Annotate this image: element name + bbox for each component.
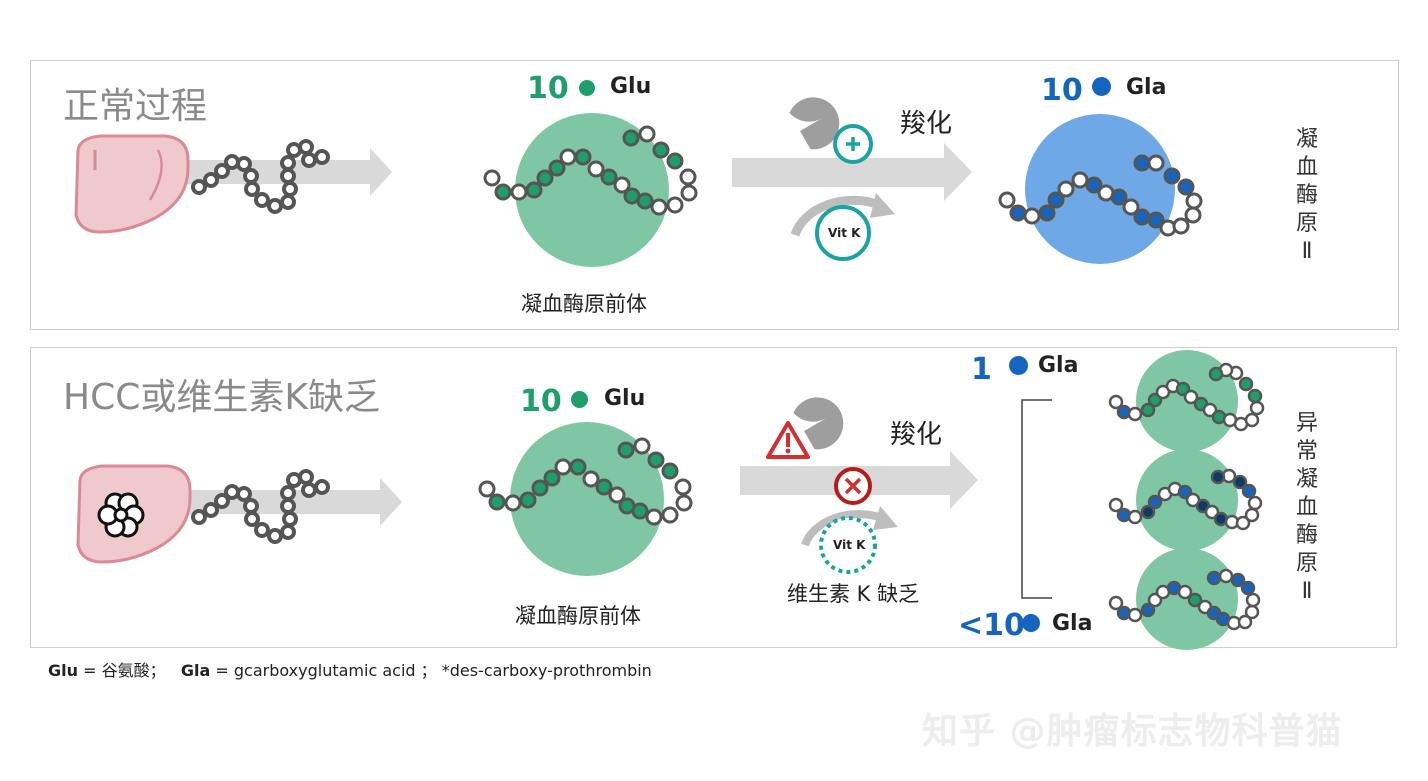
tumor-icon: [97, 492, 145, 538]
precursor-count: 10: [527, 71, 569, 106]
gla-label-top: Gla: [1038, 353, 1079, 378]
gla-count-bottom: <10: [958, 608, 1025, 643]
precursor-disc: [510, 422, 664, 576]
gla-legend-dot: [1092, 77, 1111, 96]
abnormal-name-vertical: 异 常 凝 血 酶 原 Ⅱ: [1295, 411, 1318, 604]
gla-count-top: 1: [971, 352, 992, 387]
precursor-disc: [515, 113, 669, 267]
panel-title: HCC或维生素K缺乏: [63, 377, 380, 418]
liver-icon: [74, 134, 190, 234]
process-label: 羧化: [890, 420, 943, 450]
vitamin-k-label: Vit K: [833, 538, 866, 552]
product-label: Gla: [1126, 75, 1167, 100]
gla-definition: = gcarboxyglutamic acid ； *des-carboxy-p…: [210, 661, 652, 680]
vitamin-k-label: Vit K: [828, 226, 861, 240]
product-name-vertical: 凝 血 酶 原 Ⅱ: [1295, 127, 1318, 264]
precursor-caption: 凝血酶原前体: [515, 604, 641, 628]
glu-legend-dot: [571, 391, 588, 408]
deficiency-label: 维生素 K 缺乏: [787, 582, 920, 606]
gla-label-bottom: Gla: [1052, 611, 1093, 636]
precursor-chain: [483, 125, 698, 216]
glu-definition: = 谷氨酸；: [78, 661, 166, 680]
vitamin-k-icon: [815, 205, 871, 261]
watermark: 知乎 @肿瘤标志物科普猫: [922, 711, 1343, 752]
precursor-count: 10: [520, 384, 562, 419]
precursor-chain: [478, 437, 693, 526]
process-label: 羧化: [900, 109, 953, 139]
precursor-label: Glu: [610, 74, 652, 99]
glu-abbreviation: Glu: [48, 661, 79, 680]
footnote: Glu = 谷氨酸； Gla = gcarboxyglutamic acid ；…: [48, 657, 652, 681]
enzyme-icon: [793, 397, 844, 450]
precursor-label: Glu: [604, 386, 646, 411]
bracket: [1021, 399, 1052, 599]
carboxylation-arrow: [732, 143, 972, 201]
gla-legend-dot: [1022, 614, 1040, 632]
vitamin-k-deficient-icon: [819, 516, 877, 574]
peptide-chain: [191, 139, 330, 214]
product-count: 10: [1041, 73, 1083, 108]
enzyme-icon: [789, 97, 840, 150]
warning-icon: [766, 421, 810, 459]
precursor-caption: 凝血酶原前体: [521, 292, 647, 316]
product-chain: [998, 154, 1203, 237]
panel-title: 正常过程: [63, 86, 208, 127]
glu-legend-dot: [579, 80, 595, 96]
gla-abbreviation: Gla: [180, 661, 211, 680]
gla-legend-dot: [1009, 356, 1028, 375]
peptide-chain: [191, 469, 330, 544]
